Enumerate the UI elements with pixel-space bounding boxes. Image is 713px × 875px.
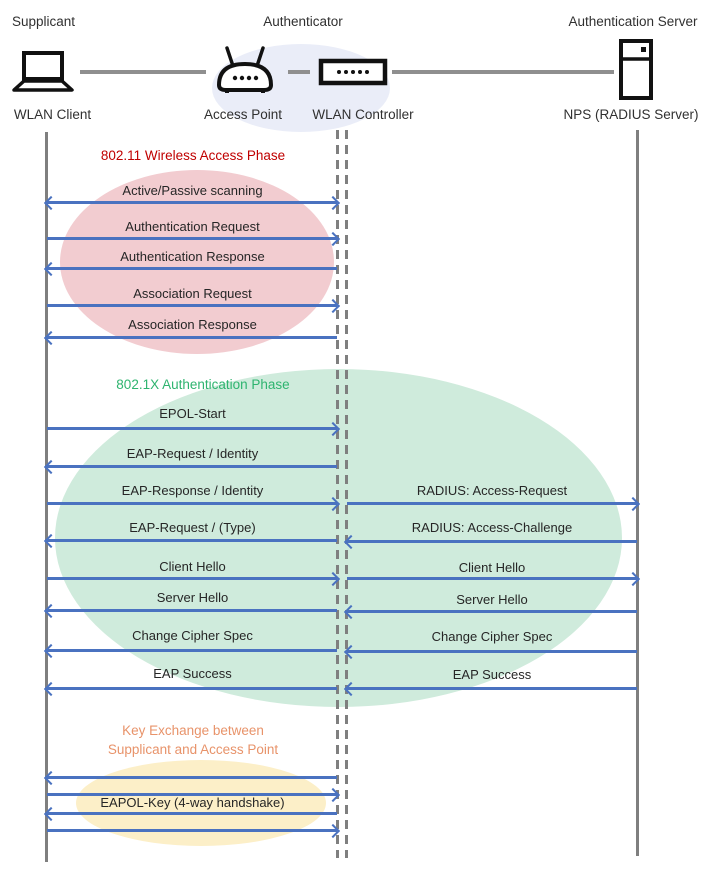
phase1-title: 802.11 Wireless Access Phase — [100, 148, 286, 163]
supplicant-lifeline — [45, 132, 48, 862]
message-label: EAP-Request / (Type) — [129, 520, 256, 535]
message-label: RADIUS: Access-Request — [416, 483, 568, 498]
message-label: Active/Passive scanning — [122, 183, 263, 198]
wireless-access-point-icon — [212, 44, 278, 99]
access-point-label: Access Point — [203, 107, 283, 122]
message-label: Association Request — [133, 286, 252, 301]
arrow-right — [47, 237, 337, 240]
arrow-right — [47, 793, 337, 796]
connector-controller-server — [392, 70, 614, 74]
message-label: EAP-Request / Identity — [126, 446, 259, 461]
arrow-right — [47, 502, 337, 505]
connector-ap-controller — [288, 70, 310, 74]
arrow-right — [47, 829, 337, 832]
message-label: Change Cipher Spec — [431, 629, 553, 644]
arrow-right — [47, 304, 337, 307]
authenticator-role-label: Authenticator — [263, 14, 343, 29]
supplicant-role-label: Supplicant — [12, 14, 76, 29]
laptop-icon — [10, 50, 76, 99]
arrow-left — [47, 649, 337, 652]
arrow-left — [347, 610, 637, 613]
server-lifeline — [636, 130, 639, 856]
connector-supplicant-ap — [80, 70, 206, 74]
nps-radius-server-label: NPS (RADIUS Server) — [563, 107, 699, 122]
arrow-left — [47, 609, 337, 612]
arrow-left — [47, 812, 337, 815]
phase3-ellipse — [76, 760, 326, 846]
message-label: Change Cipher Spec — [132, 628, 253, 643]
controller-lifeline-left — [336, 130, 339, 858]
message-label: EAP Success — [452, 667, 532, 682]
message-label: Association Response — [128, 317, 257, 332]
message-label: EAP Success — [153, 666, 232, 681]
message-label: Client Hello — [458, 560, 526, 575]
message-label: Server Hello — [456, 592, 528, 607]
arrow-right — [47, 427, 337, 430]
controller-lifeline-right — [345, 130, 348, 858]
phase3-title-line1: Key Exchange between — [122, 723, 264, 738]
message-label: Client Hello — [159, 559, 226, 574]
arrow-left — [47, 267, 337, 270]
server-tower-icon — [618, 38, 656, 107]
wlan-controller-icon — [318, 58, 388, 91]
arrow-left — [47, 336, 337, 339]
wlan-client-label: WLAN Client — [13, 107, 92, 122]
phase3-title-line2: Supplicant and Access Point — [107, 742, 279, 757]
arrow-right — [347, 577, 637, 580]
arrow-left — [347, 650, 637, 653]
arrow-left — [47, 776, 337, 779]
arrow-right — [47, 577, 337, 580]
arrow-right — [347, 502, 637, 505]
arrow-bidirectional — [47, 201, 337, 204]
phase2-title: 802.1X Authentication Phase — [116, 377, 290, 392]
auth-server-role-label: Authentication Server — [568, 14, 698, 29]
message-label: EAPOL-Key (4-way handshake) — [100, 795, 285, 810]
arrow-left — [47, 687, 337, 690]
message-label: Authentication Request — [125, 219, 260, 234]
message-label: EAP-Response / Identity — [121, 483, 264, 498]
arrow-left — [347, 687, 637, 690]
message-label: RADIUS: Access-Challenge — [411, 520, 573, 535]
message-label: Server Hello — [156, 590, 229, 605]
message-label: EPOL-Start — [159, 406, 226, 421]
arrow-left — [47, 539, 337, 542]
arrow-left — [47, 465, 337, 468]
wlan-controller-label: WLAN Controller — [312, 107, 414, 122]
message-label: Authentication Response — [120, 249, 265, 264]
arrow-left — [347, 540, 637, 543]
